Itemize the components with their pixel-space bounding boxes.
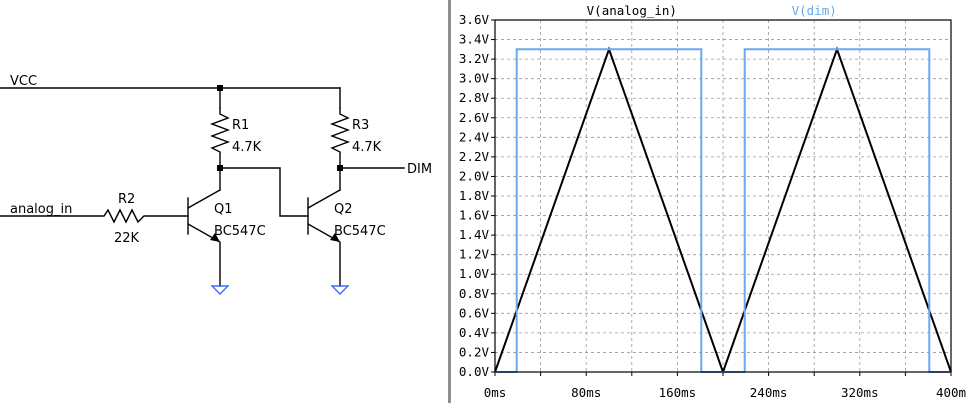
grid-lines: [491, 19, 952, 376]
y-tick-label: 1.0V: [459, 266, 490, 281]
q2-value: BC547C: [334, 224, 386, 239]
q2-collector: [307, 189, 341, 209]
series-line-v-analog-in[interactable]: [494, 46, 952, 376]
y-tick-label: 0.6V: [459, 305, 490, 320]
junction-dot-dim: [337, 165, 343, 171]
y-tick-label: 1.2V: [459, 247, 490, 262]
y-tick-label: 1.8V: [459, 188, 490, 203]
y-tick-label: 1.6V: [459, 208, 490, 223]
q1-value: BC547C: [214, 224, 266, 239]
q2-emitter-arrow: [330, 233, 340, 242]
q1-ref: Q1: [214, 202, 233, 217]
ground-symbol-q2: [330, 285, 350, 295]
circuit-schematic: VCC analog_in DIM R1 4.7K R3 4.7K R2 22K…: [0, 0, 450, 403]
y-tick-label: 0.2V: [459, 344, 490, 359]
panel-divider[interactable]: [448, 0, 451, 403]
q1-collector-to-q2-base-wire: [219, 167, 305, 217]
y-tick-label: 0.4V: [459, 325, 490, 340]
r3-ref: R3: [352, 118, 369, 133]
r3-value: 4.7K: [352, 140, 382, 155]
y-tick-label: 2.4V: [459, 129, 490, 144]
r2-ref: R2: [118, 192, 135, 207]
r2-resistor: [0, 208, 185, 224]
ground-symbol-q1: [210, 285, 230, 295]
r1-ref: R1: [232, 118, 249, 133]
r2-value: 22K: [114, 231, 140, 246]
y-tick-label: 2.8V: [459, 90, 490, 105]
legend-v-analog-in[interactable]: V(analog_in): [587, 3, 677, 18]
y-tick-label: 3.6V: [459, 12, 490, 27]
tick-labels: 0.0V 0.2V 0.4V 0.6V 0.8V 1.0V 1.2V 1.4V 1.6V 1.8V…: [459, 12, 966, 400]
y-tick-label: 0.0V: [459, 364, 490, 379]
y-tick-label: 0.8V: [459, 286, 490, 301]
y-tick-label: 2.6V: [459, 110, 490, 125]
vcc-label: VCC: [10, 74, 37, 89]
x-tick-label: 160ms: [659, 385, 697, 400]
series-lines: [494, 46, 952, 376]
y-tick-label: 2.2V: [459, 149, 490, 164]
analog-in-label: analog_in: [10, 202, 72, 217]
series-line-v-dim[interactable]: [495, 48, 951, 373]
x-tick-label: 240ms: [750, 385, 788, 400]
legend-v-dim[interactable]: V(dim): [792, 3, 837, 18]
waveform-plot: 0.0V 0.2V 0.4V 0.6V 0.8V 1.0V 1.2V 1.4V 1.6V 1.8V…: [451, 0, 967, 403]
r3-resistor: [330, 107, 350, 169]
r1-value: 4.7K: [232, 140, 262, 155]
x-tick-label: 80ms: [571, 385, 601, 400]
plot-frame: [494, 19, 952, 373]
q1-emitter-arrow: [210, 233, 220, 242]
y-tick-label: 1.4V: [459, 227, 490, 242]
junction-dot-vcc: [217, 85, 223, 91]
y-tick-label: 3.2V: [459, 51, 490, 66]
x-tick-label: 320ms: [841, 385, 879, 400]
q2-ref: Q2: [334, 202, 353, 217]
y-tick-label: 3.0V: [459, 71, 490, 86]
schematic-drawing: VCC analog_in DIM R1 4.7K R3 4.7K R2 22K…: [0, 74, 432, 295]
y-tick-label: 2.0V: [459, 168, 490, 183]
r1-resistor: [210, 107, 230, 169]
junction-dot-q1-collector: [217, 165, 223, 171]
x-tick-label: 0ms: [484, 385, 507, 400]
q1-collector: [187, 189, 221, 209]
x-tick-label: 400m: [936, 385, 966, 400]
waveform-chart: 0.0V 0.2V 0.4V 0.6V 0.8V 1.0V 1.2V 1.4V 1.6V 1.8V…: [459, 3, 966, 400]
dim-label: DIM: [407, 162, 432, 177]
y-tick-label: 3.4V: [459, 32, 490, 47]
